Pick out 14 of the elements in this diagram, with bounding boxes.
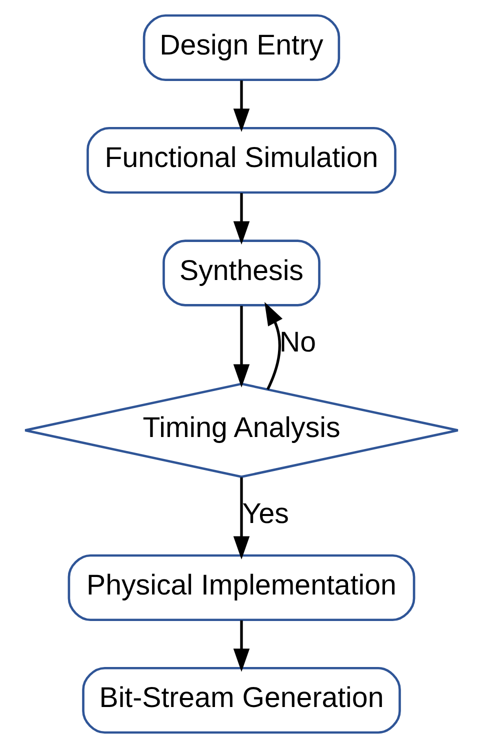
node-box: Physical Implementation xyxy=(68,554,416,622)
arrow xyxy=(233,80,250,132)
edge-label: Yes xyxy=(242,498,289,530)
node-diamond: Timing Analysis xyxy=(24,382,460,478)
arrow xyxy=(233,193,250,245)
node-box: Design Entry xyxy=(142,14,340,82)
node-box: Bit-Stream Generation xyxy=(82,666,401,734)
node-box: Synthesis xyxy=(162,240,320,306)
arrow xyxy=(233,620,250,672)
edge-label: No xyxy=(280,326,316,358)
node-box: Functional Simulation xyxy=(86,126,396,194)
arrow xyxy=(233,306,250,388)
arrow xyxy=(264,302,283,390)
arrow xyxy=(233,477,250,560)
